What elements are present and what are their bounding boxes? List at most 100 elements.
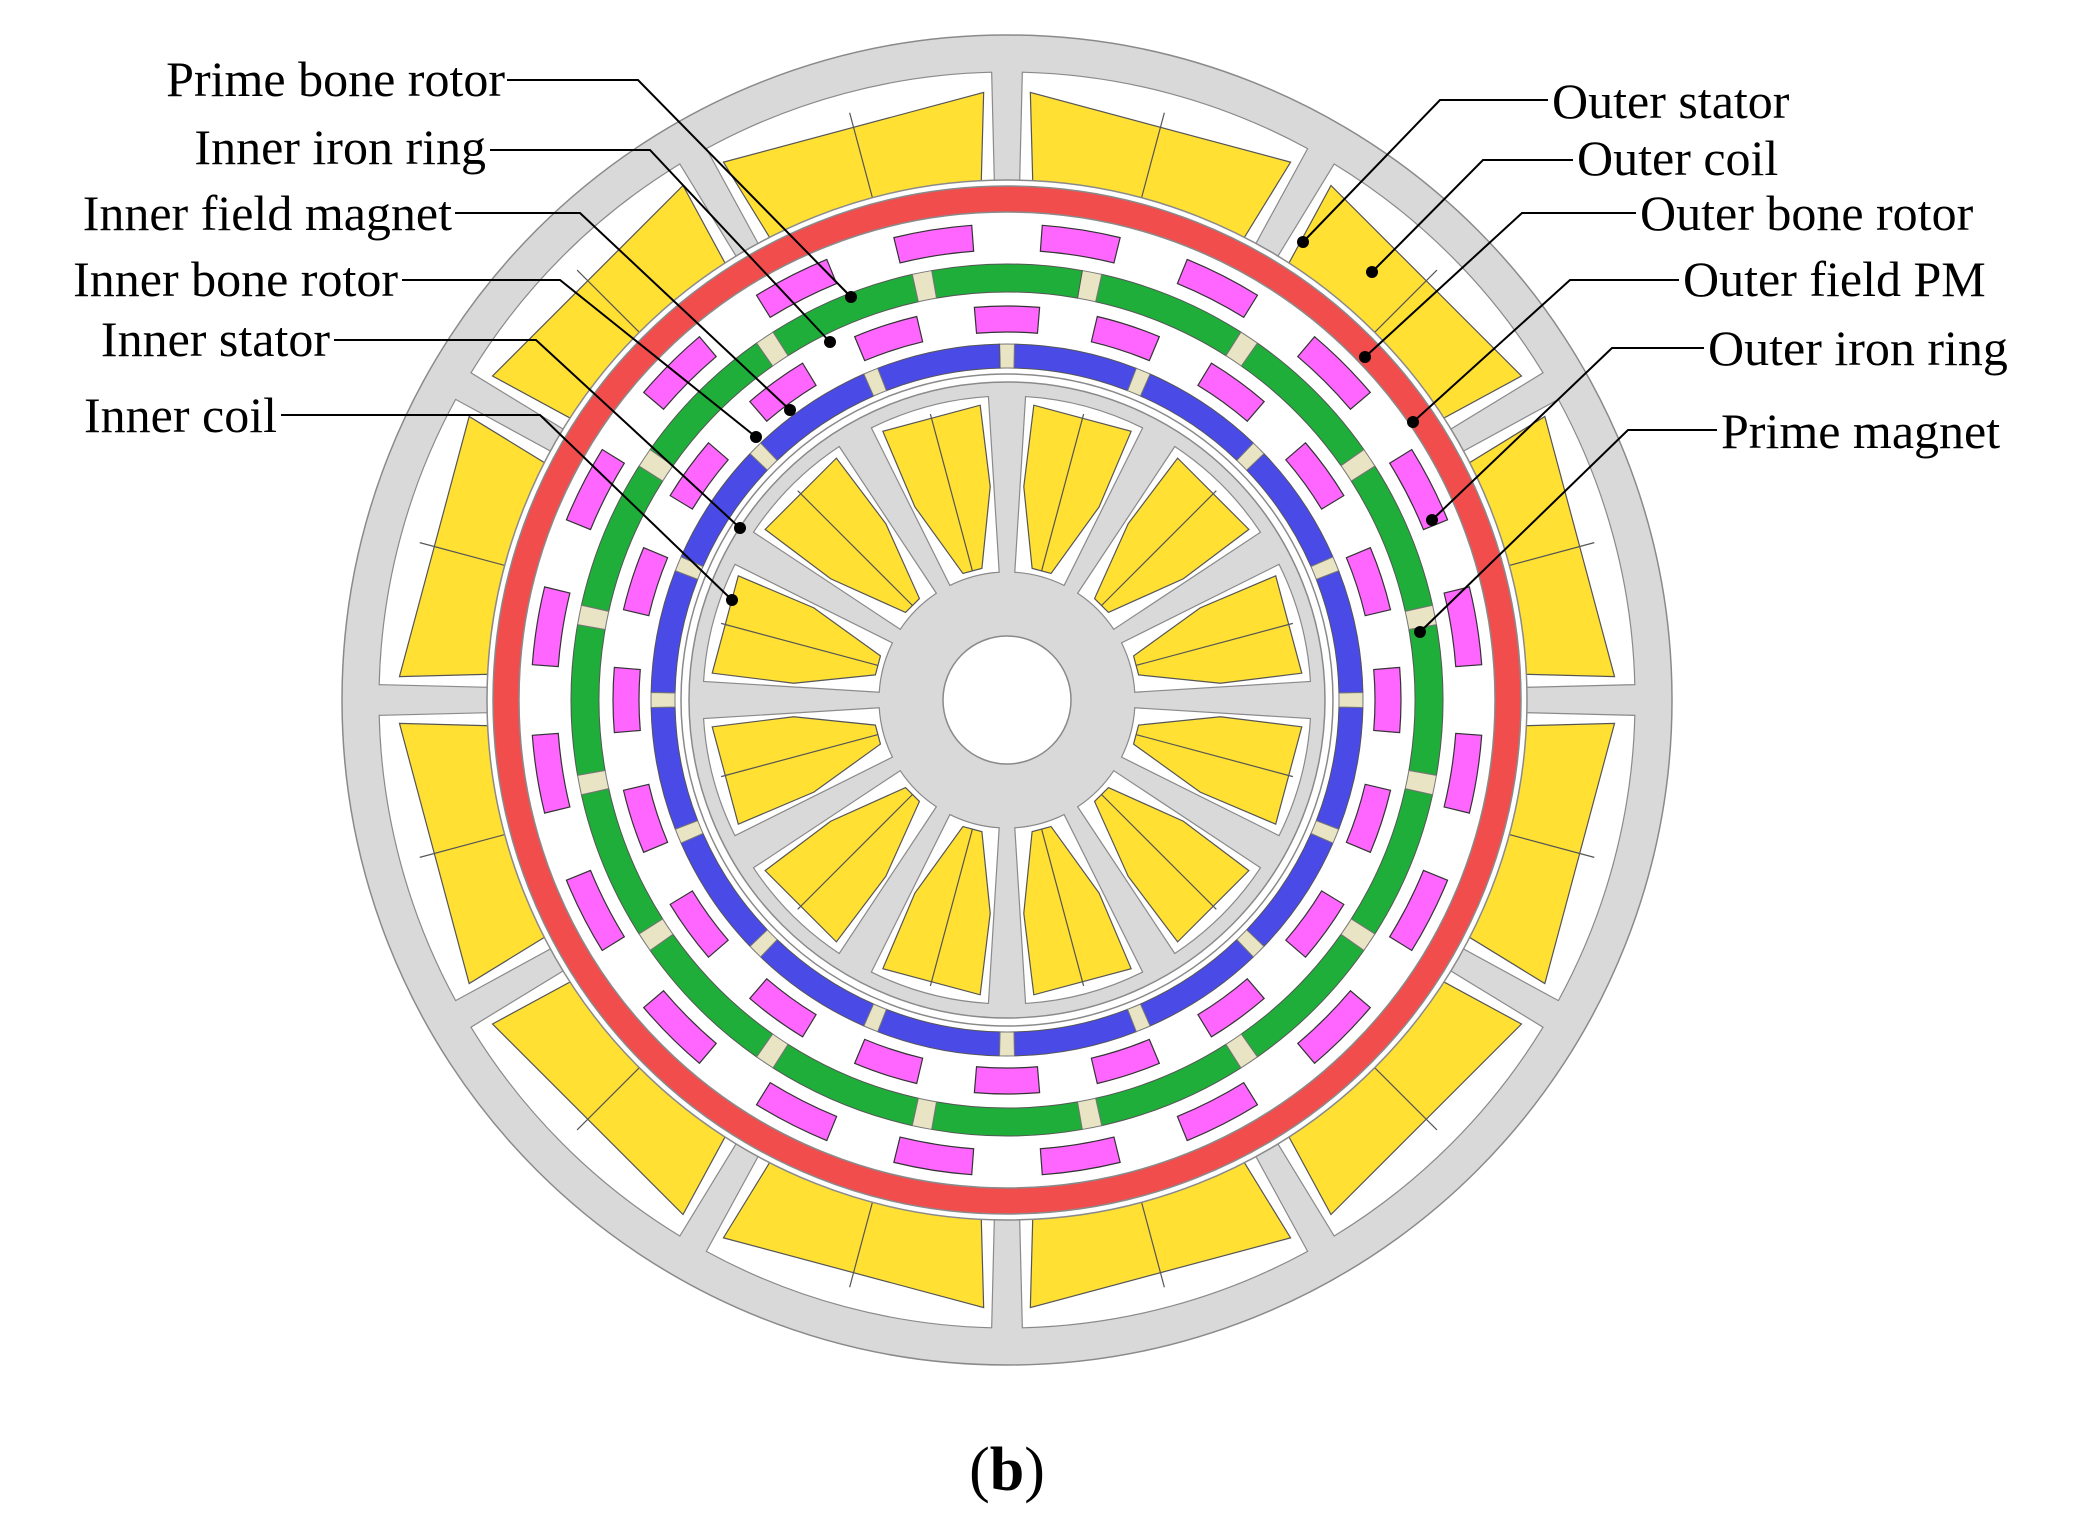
leader-dot-outer-coil [1366,266,1378,278]
leader-dot-outer-bone-rotor [1359,351,1371,363]
outer-field-pm [531,586,571,668]
inner-coil [711,575,882,684]
inner-iron-ring-spacer [674,556,704,581]
inner-field-magnet [669,441,730,510]
inner-field-magnet [622,783,669,854]
inner-coil [882,825,991,996]
label-inner-stator: Inner stator [101,311,330,367]
inner-iron-ring-spacer [1236,442,1265,471]
inner-iron-ring-spacer [863,367,888,397]
inner-coil-divider [1101,794,1217,910]
inner-coil [1023,404,1132,575]
outer-field-pm [565,869,626,952]
leader-dot-inner-bone-rotor [750,431,762,443]
leader-dot-prime-magnet [1414,626,1426,638]
inner-iron-ring-spacer [1310,819,1340,844]
inner-coil [711,716,882,825]
inner-field-magnet [1373,666,1402,734]
inner-iron-ring-spacer [999,1031,1015,1057]
inner-coil-divider [1136,734,1294,778]
outer-field-pm [1443,732,1483,814]
label-inner-field-magnet: Inner field magnet [83,185,452,241]
leader-dot-inner-coil [726,594,738,606]
inner-field-magnet [1345,546,1392,617]
machine-cross-section [341,34,1673,1366]
leader-dot-inner-field-magnet [784,404,796,416]
label-outer-coil: Outer coil [1577,130,1778,186]
prime-bone-rotor-spacer [755,331,789,367]
outer-field-pm [893,224,975,264]
leader-inner-iron-ring [490,149,831,343]
inner-field-magnet [1197,977,1266,1038]
outer-field-pm [1039,224,1121,264]
prime-bone-rotor-spacer [1404,769,1438,796]
prime-bone-rotor-spacer [1340,918,1376,952]
outer-field-pm [1296,989,1372,1065]
leader-outer-field-pm [1412,279,1679,423]
outer-field-pm [1039,1136,1121,1176]
inner-iron-ring-spacer [1126,367,1151,397]
prime-bone-rotor-spacer [576,769,610,796]
figure-caption: (b) [969,1436,1045,1504]
prime-bone-rotor-spacer [755,1033,789,1069]
inner-coil-divider [720,622,878,666]
leader-dot-inner-stator [734,522,746,534]
prime-bone-rotor-spacer [911,269,938,303]
prime-bone-rotor-spacer [1225,331,1259,367]
inner-iron-ring-spacer [863,1003,888,1033]
prime-bone-rotor-segment [931,263,1083,299]
prime-bone-rotor-spacer [576,604,610,631]
inner-iron-ring-segment [877,343,1001,392]
outer-field-pm [1443,586,1483,668]
prime-bone-rotor-spacer [1076,269,1103,303]
inner-iron-ring-spacer [1236,929,1265,958]
outer-field-pm [1388,448,1449,531]
inner-field-magnet [1197,362,1266,423]
inner-iron-ring-spacer [650,692,676,708]
caption-open-paren: ( [969,1436,990,1504]
leader-outer-coil [1371,159,1573,273]
inner-coil-divider [929,413,973,571]
inner-field-magnet [1090,1038,1161,1085]
inner-coil [882,404,991,575]
caption-close-paren: ) [1024,1436,1045,1504]
label-inner-bone-rotor: Inner bone rotor [73,251,398,307]
inner-coil-divider [929,829,973,987]
label-outer-iron-ring: Outer iron ring [1708,320,2008,376]
inner-coil [1132,575,1303,684]
leader-prime-bone-rotor [507,79,852,298]
label-inner-coil: Inner coil [84,387,277,443]
inner-field-magnet [973,1066,1041,1095]
leader-dot-prime-bone-rotor [845,291,857,303]
inner-iron-ring-spacer [749,442,778,471]
inner-coil-divider [1041,413,1085,571]
leader-prime-magnet [1419,429,1717,633]
label-inner-iron-ring: Inner iron ring [194,119,486,175]
inner-field-magnet [853,1038,924,1085]
inner-coil-divider [1136,622,1294,666]
inner-iron-ring-spacer [1310,556,1340,581]
inner-field-magnet [973,305,1041,334]
outer-field-pm [1176,258,1259,319]
inner-field-magnet [622,546,669,617]
leader-outer-iron-ring [1431,347,1704,521]
outer-field-pm [642,335,718,411]
inner-iron-ring-spacer [1126,1003,1151,1033]
leader-inner-field-magnet [455,212,791,411]
prime-bone-rotor-spacer [1076,1097,1103,1131]
inner-field-magnet [748,977,817,1038]
outer-field-pm [1388,869,1449,952]
inner-coil-divider [1101,490,1217,606]
prime-bone-rotor-spacer [638,918,674,952]
leader-outer-bone-rotor [1364,212,1636,358]
inner-field-magnet [1284,441,1345,510]
prime-bone-rotor-spacer [1340,448,1376,482]
inner-iron-ring-spacer [999,343,1015,369]
inner-coil-divider [797,490,913,606]
label-outer-bone-rotor: Outer bone rotor [1640,185,1974,241]
inner-iron-ring-spacer [749,929,778,958]
leader-dot-inner-iron-ring [824,336,836,348]
inner-iron-ring-spacer [1338,692,1364,708]
outer-field-pm [1296,335,1372,411]
outer-field-pm [755,1081,838,1142]
